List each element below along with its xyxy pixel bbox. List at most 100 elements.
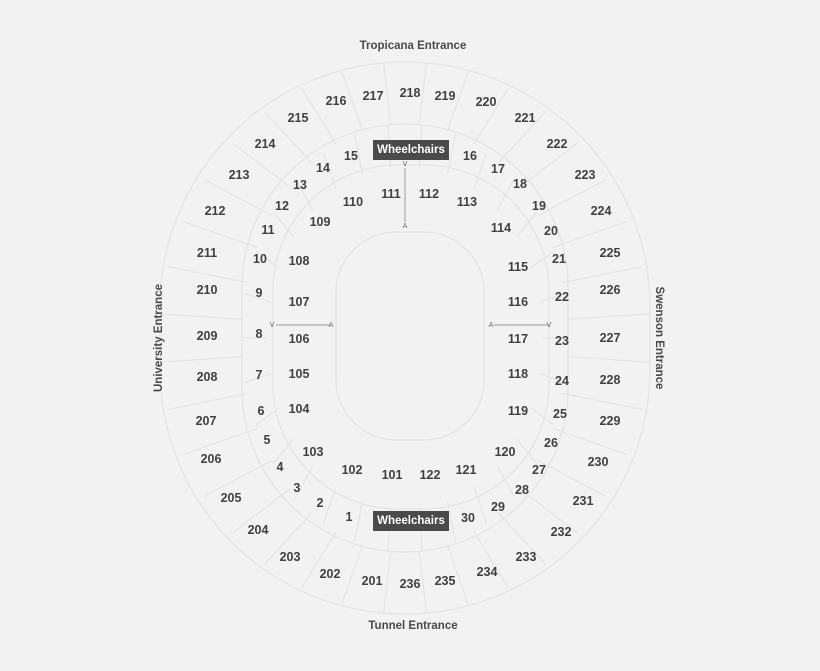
section-6[interactable]: 6 [258,404,265,418]
section-221[interactable]: 221 [515,111,536,125]
section-216[interactable]: 216 [326,94,347,108]
section-223[interactable]: 223 [575,168,596,182]
section-235[interactable]: 235 [435,574,456,588]
section-101[interactable]: 101 [382,468,403,482]
section-218[interactable]: 218 [400,86,421,100]
section-29[interactable]: 29 [491,500,505,514]
section-17[interactable]: 17 [491,162,505,176]
section-22[interactable]: 22 [555,290,569,304]
section-19[interactable]: 19 [532,199,546,213]
section-108[interactable]: 108 [289,254,310,268]
section-110[interactable]: 110 [343,195,363,209]
section-16[interactable]: 16 [463,149,477,163]
middle-divider [255,250,280,269]
section-117[interactable]: 117 [508,332,528,346]
aisle-right-v: V [547,321,552,329]
section-24[interactable]: 24 [555,374,569,388]
section-15[interactable]: 15 [344,149,358,163]
section-211[interactable]: 211 [197,246,217,260]
section-225[interactable]: 225 [600,246,621,260]
section-217[interactable]: 217 [363,89,384,103]
section-226[interactable]: 226 [600,283,621,297]
section-220[interactable]: 220 [476,95,497,109]
section-233[interactable]: 233 [516,550,537,564]
upper-divider [446,544,469,605]
middle-divider [539,373,565,384]
section-231[interactable]: 231 [573,494,594,508]
section-210[interactable]: 210 [197,283,218,297]
section-205[interactable]: 205 [221,491,242,505]
section-7[interactable]: 7 [256,368,263,382]
section-10[interactable]: 10 [253,252,267,266]
section-203[interactable]: 203 [280,550,301,564]
section-13[interactable]: 13 [293,178,307,192]
section-20[interactable]: 20 [544,224,558,238]
section-23[interactable]: 23 [555,334,569,348]
section-202[interactable]: 202 [320,567,341,581]
section-18[interactable]: 18 [513,177,527,191]
section-120[interactable]: 120 [495,445,516,459]
aisles: V A V A A V [270,160,552,329]
section-234[interactable]: 234 [477,565,498,579]
section-9[interactable]: 9 [256,286,263,300]
section-224[interactable]: 224 [591,204,612,218]
section-14[interactable]: 14 [316,161,330,175]
section-12[interactable]: 12 [275,199,289,213]
section-111[interactable]: 111 [381,187,401,201]
section-26[interactable]: 26 [544,436,558,450]
floor-ring [335,231,485,441]
section-104[interactable]: 104 [289,402,310,416]
section-215[interactable]: 215 [288,111,309,125]
section-30[interactable]: 30 [461,511,475,525]
section-3[interactable]: 3 [294,481,301,495]
section-114[interactable]: 114 [491,221,511,235]
section-8[interactable]: 8 [256,327,263,341]
section-204[interactable]: 204 [248,523,269,537]
section-25[interactable]: 25 [553,407,567,421]
section-236[interactable]: 236 [400,577,421,591]
section-229[interactable]: 229 [600,414,621,428]
section-28[interactable]: 28 [515,483,529,497]
middle-divider [447,134,456,175]
section-230[interactable]: 230 [588,455,609,469]
section-102[interactable]: 102 [342,463,363,477]
section-11[interactable]: 11 [261,223,274,237]
section-119[interactable]: 119 [508,404,528,418]
section-206[interactable]: 206 [201,452,222,466]
section-209[interactable]: 209 [197,329,218,343]
section-112[interactable]: 112 [419,187,439,201]
wheelchairs-bottom-box [373,511,449,531]
section-201[interactable]: 201 [362,574,383,588]
section-2[interactable]: 2 [317,496,324,510]
section-21[interactable]: 21 [552,252,566,266]
section-4[interactable]: 4 [277,460,284,474]
section-122[interactable]: 122 [420,468,441,482]
section-115[interactable]: 115 [508,260,528,274]
section-113[interactable]: 113 [457,195,477,209]
section-27[interactable]: 27 [532,463,546,477]
section-219[interactable]: 219 [435,89,456,103]
section-232[interactable]: 232 [551,525,572,539]
section-207[interactable]: 207 [196,414,217,428]
section-107[interactable]: 107 [289,295,310,309]
section-109[interactable]: 109 [310,215,331,229]
upper-divider [168,266,248,284]
section-116[interactable]: 116 [508,295,528,309]
section-5[interactable]: 5 [264,433,271,447]
section-212[interactable]: 212 [205,204,226,218]
section-121[interactable]: 121 [456,463,477,477]
section-222[interactable]: 222 [547,137,568,151]
section-213[interactable]: 213 [229,168,250,182]
section-208[interactable]: 208 [197,370,218,384]
middle-divider [295,178,314,211]
section-1[interactable]: 1 [346,510,353,524]
section-105[interactable]: 105 [289,367,310,381]
section-227[interactable]: 227 [600,331,621,345]
section-103[interactable]: 103 [303,445,324,459]
upper-divider [204,460,272,497]
section-214[interactable]: 214 [255,137,276,151]
section-228[interactable]: 228 [600,373,621,387]
upper-divider [160,356,243,363]
section-118[interactable]: 118 [508,367,528,381]
section-106[interactable]: 106 [289,332,310,346]
